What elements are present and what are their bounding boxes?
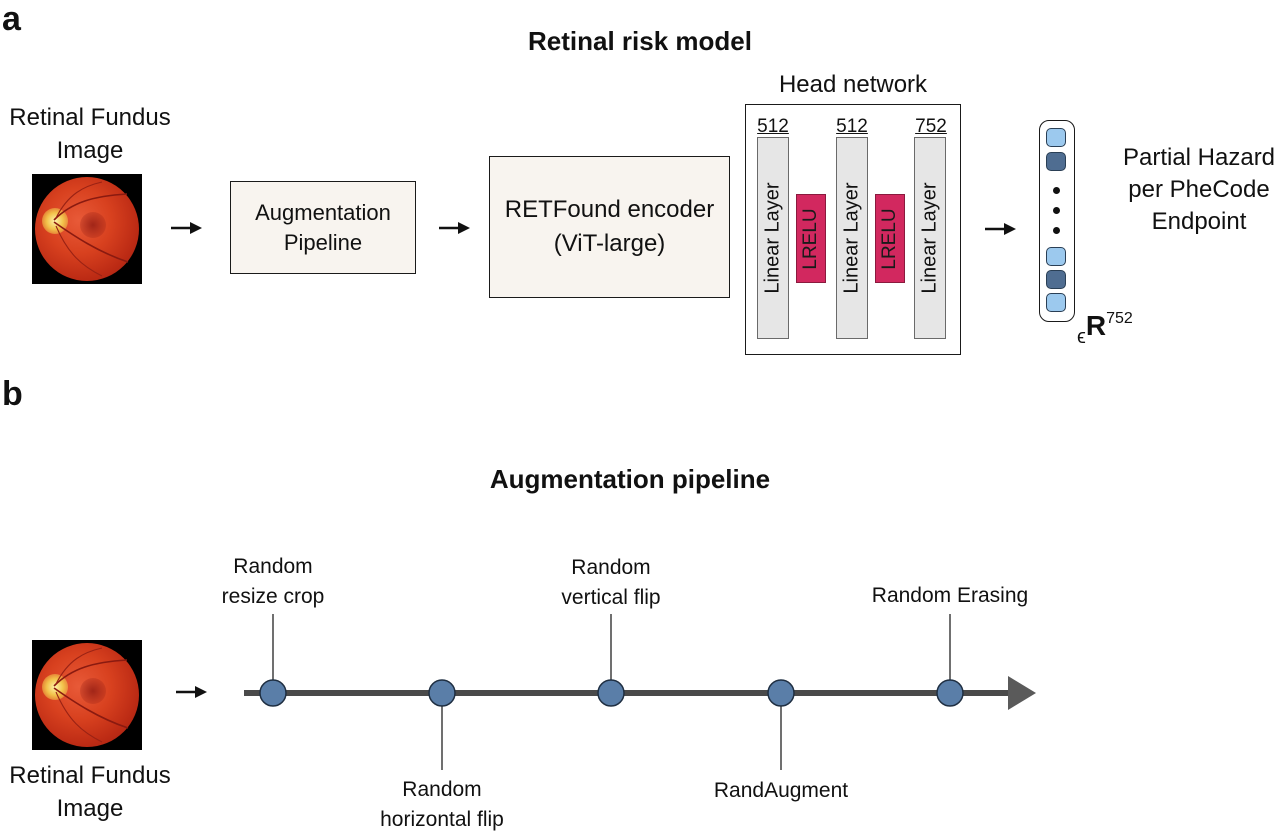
panel-a-title: Retinal risk model <box>528 26 752 56</box>
input-label-b-line1: Retinal Fundus <box>9 762 171 789</box>
fundus-image-b <box>32 640 142 750</box>
step-1-label-line1: Random <box>233 555 313 578</box>
input-label-a-line2: Image <box>56 137 124 164</box>
layer-3-dim: 752 <box>915 116 947 137</box>
head-network-title: Head network <box>778 71 928 98</box>
step-1-node <box>259 679 287 707</box>
linear-layer-2: Linear Layer <box>836 137 868 339</box>
augmentation-box-line2: Pipeline <box>283 229 363 255</box>
linear-layer-1: Linear Layer <box>757 137 789 339</box>
step-5-node <box>936 679 964 707</box>
panel-b-title: Augmentation pipeline <box>489 464 771 494</box>
step-2-node <box>428 679 456 707</box>
output-ellipsis-dot-3 <box>1053 227 1060 234</box>
output-cell-1 <box>1046 128 1066 147</box>
step-4-label: RandAugment <box>691 776 871 806</box>
step-1-label-line2: resize crop <box>221 585 325 608</box>
fundus-image-a <box>32 174 142 284</box>
input-label-a: Retinal Fundus Image <box>0 101 190 167</box>
step-2-label-line1: Random <box>402 778 482 801</box>
step-2-label: Random horizontal flip <box>362 775 522 835</box>
lrelu-activation-1: LRELU <box>796 194 826 283</box>
input-label-b: Retinal Fundus Image <box>0 759 190 825</box>
step-5-label: Random Erasing <box>850 581 1050 611</box>
arrow-head-to-output <box>985 223 1016 235</box>
output-space-symbol: R <box>1085 310 1107 341</box>
step-3-label: Random vertical flip <box>531 553 691 613</box>
step-2-label-line2: horizontal flip <box>380 808 504 831</box>
input-label-a-line1: Retinal Fundus <box>9 104 171 131</box>
input-label-b-line2: Image <box>56 795 124 822</box>
panel-b-letter: b <box>2 375 23 413</box>
layer-1-dim: 512 <box>757 116 789 137</box>
output-label: Partial Hazard per PheCode Endpoint <box>1104 142 1280 238</box>
encoder-box-line2: (ViT-large) <box>553 230 666 257</box>
arrow-input-to-pipeline <box>176 686 207 698</box>
timeline-arrowhead <box>1008 676 1036 710</box>
arrow-augmentation-to-encoder <box>439 222 470 234</box>
encoder-box-line1: RETFound encoder <box>504 196 715 223</box>
step-3-node <box>597 679 625 707</box>
lrelu-activation-2: LRELU <box>875 194 905 283</box>
output-ellipsis-dot-1 <box>1053 187 1060 194</box>
output-space-label: ϵR752 <box>1077 310 1133 348</box>
step-4-node <box>767 679 795 707</box>
output-label-line1: Partial Hazard <box>1122 144 1276 171</box>
output-space-superscript: 752 <box>1106 310 1133 327</box>
arrow-input-to-augmentation <box>171 222 202 234</box>
output-vector <box>1039 120 1075 322</box>
output-label-line2: per PheCode <box>1128 176 1270 203</box>
step-4-label-line1: RandAugment <box>713 779 849 802</box>
panel-a-letter: a <box>2 0 21 38</box>
linear-layer-3: Linear Layer <box>914 137 946 339</box>
output-ellipsis-dot-2 <box>1053 207 1060 214</box>
augmentation-pipeline-box: Augmentation Pipeline <box>230 181 416 274</box>
output-cell-4 <box>1046 270 1066 289</box>
step-1-label: Random resize crop <box>193 552 353 612</box>
step-3-label-line2: vertical flip <box>561 586 661 609</box>
output-label-line3: Endpoint <box>1151 208 1247 235</box>
output-cell-2 <box>1046 152 1066 171</box>
step-5-label-line1: Random Erasing <box>871 584 1029 607</box>
output-cell-5 <box>1046 293 1066 312</box>
step-3-label-line1: Random <box>571 556 651 579</box>
output-space-epsilon: ϵ <box>1077 326 1086 348</box>
augmentation-box-line1: Augmentation <box>255 199 391 225</box>
layer-2-dim: 512 <box>836 116 868 137</box>
retfound-encoder-box: RETFound encoder (ViT-large) <box>489 156 730 298</box>
output-cell-3 <box>1046 247 1066 266</box>
